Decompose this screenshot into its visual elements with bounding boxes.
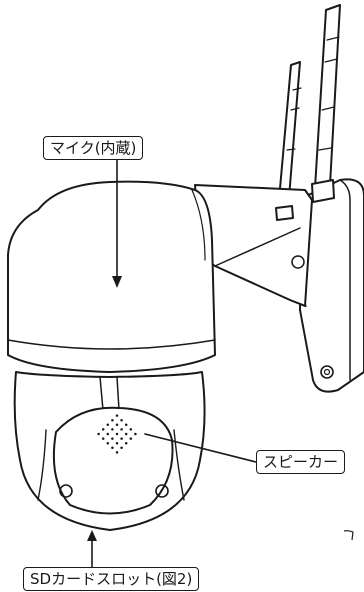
wall-mount-plate: [299, 178, 364, 393]
grille-dot: [101, 428, 105, 431]
grille-dot: [124, 441, 128, 445]
antenna-front-base: [311, 179, 335, 203]
grille-dot: [115, 451, 119, 454]
grille-dot: [120, 437, 123, 440]
antenna-rear-base: [275, 205, 294, 221]
grille-dot: [124, 423, 128, 427]
speaker-grille: [97, 414, 137, 454]
grille-dot: [115, 441, 119, 445]
grille-dot: [111, 418, 114, 422]
grille-dot: [120, 446, 123, 450]
grille-dot: [129, 437, 133, 440]
upper-housing: [7, 180, 216, 373]
microphone-arrow-icon: [112, 276, 122, 288]
speaker-label: スピーカー: [256, 450, 346, 474]
speaker-leader-line: [144, 433, 257, 463]
grille-dot: [124, 432, 128, 436]
grille-dot: [101, 437, 105, 440]
lens-face-plate: [52, 406, 174, 515]
grille-dot: [97, 432, 100, 436]
grille-dot: [120, 418, 123, 422]
grille-dot: [129, 428, 133, 431]
sd-card-slot-label: SDカードスロット(図2): [23, 567, 200, 591]
grille-dot: [106, 423, 110, 427]
grille-dot: [115, 423, 119, 427]
grille-dot: [134, 432, 137, 436]
antenna-front: [314, 4, 341, 189]
ir-light-right-icon: [155, 484, 169, 498]
grille-dot: [120, 428, 123, 431]
sd-slot-arrow-icon: [87, 530, 97, 541]
grille-dot: [106, 441, 110, 445]
ir-light-left-icon: [59, 484, 73, 498]
grille-dot: [111, 446, 114, 450]
grille-dot: [106, 432, 110, 436]
cable-fragment: [343, 530, 354, 541]
grille-dot: [115, 414, 119, 417]
grille-dot: [111, 437, 114, 440]
grille-dot: [115, 432, 119, 436]
grille-dot: [111, 428, 114, 431]
microphone-label: マイク(内蔵): [43, 136, 144, 160]
